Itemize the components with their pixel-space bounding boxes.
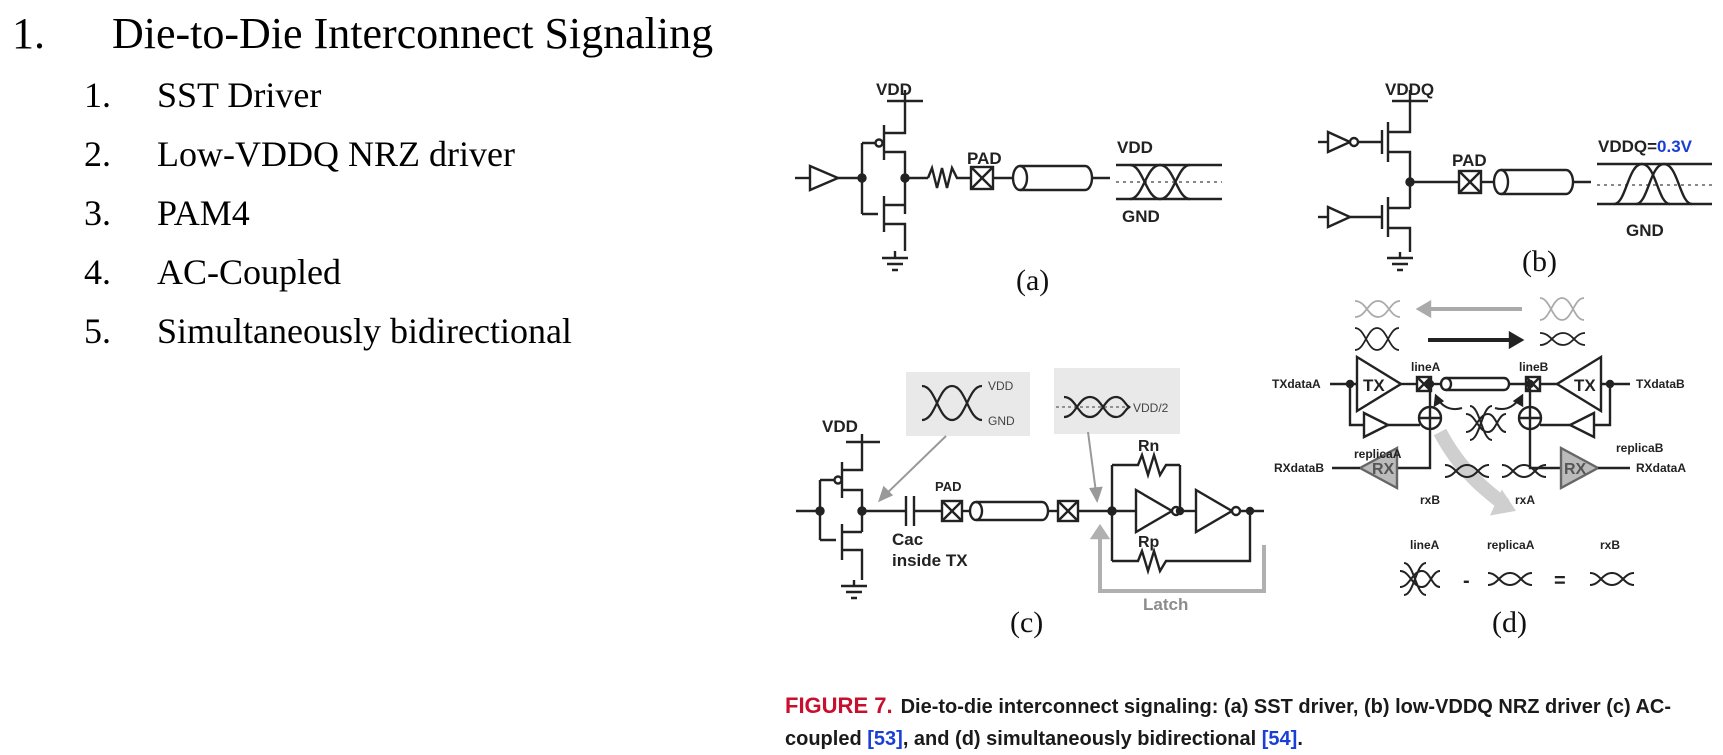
- panel-d-tx-b-label: TX: [1574, 376, 1596, 395]
- panel-d-eq-line-a-label: lineA: [1410, 538, 1440, 552]
- panel-c-vdd-label: VDD: [822, 417, 858, 436]
- panel-c-eye1-top-label: VDD: [988, 379, 1014, 393]
- panel-d-rx-a-block-label: RX: [1564, 461, 1587, 478]
- caption-text-part2: , and (d) simultaneously bidirectional: [902, 728, 1262, 750]
- panel-d-rx-a-node-label: rxA: [1515, 493, 1535, 507]
- panel-d-rx-b-block-label: RX: [1372, 461, 1395, 478]
- panel-c-caption-label: (c): [1010, 606, 1043, 639]
- figure-caption: FIGURE 7.Die-to-die interconnect signali…: [785, 690, 1705, 755]
- list-item: 2.Low-VDDQ NRZ driver: [84, 134, 515, 174]
- outline-list: 1.SST Driver 2.Low-VDDQ NRZ driver 3.PAM…: [12, 66, 713, 361]
- panel-c-pad-label: PAD: [935, 479, 961, 494]
- panel-c-cap-sublabel: inside TX: [892, 551, 968, 570]
- panel-b-eye-top-value: 0.3V: [1657, 137, 1693, 156]
- panel-d-line-a-label: lineA: [1411, 360, 1441, 374]
- panel-a-caption-label: (a): [1016, 264, 1049, 297]
- panel-b-eye-bottom-label: GND: [1626, 221, 1664, 240]
- panel-a-eye-bottom-label: GND: [1122, 207, 1160, 226]
- panel-c-rp-label: Rp: [1138, 534, 1160, 551]
- citation-link-54[interactable]: [54]: [1261, 728, 1298, 750]
- panel-c-cap-label: Cac: [892, 530, 923, 549]
- panel-d-line-b-label: lineB: [1519, 360, 1549, 374]
- panel-d-rxdata-b-label: RXdataB: [1274, 461, 1324, 475]
- panel-d-bidirectional: TX TX RX RX TXdataA TXdataB RXdataB RXda…: [1272, 297, 1686, 639]
- panel-d-eq-equals-sign: =: [1554, 570, 1566, 592]
- caption-text-part3: .: [1297, 728, 1303, 750]
- panel-d-caption-label: (d): [1492, 606, 1527, 639]
- panel-d-txdata-a-label: TXdataA: [1272, 377, 1321, 391]
- panel-c-eye2-level-label: VDD/2: [1133, 401, 1169, 415]
- panel-d-replica-b-label: replicaB: [1616, 441, 1664, 455]
- panel-d-rx-b-node-label: rxB: [1420, 493, 1440, 507]
- panel-b-vddq-label: VDDQ: [1385, 80, 1434, 99]
- panel-c-eye1-bottom-label: GND: [988, 414, 1015, 428]
- panel-a-sst-driver: VDD PAD VDD GND (a): [795, 80, 1222, 297]
- list-item: 3.PAM4: [84, 193, 250, 233]
- slide-heading: 1.Die-to-Die Interconnect Signaling: [12, 9, 714, 58]
- list-item: 1.SST Driver: [84, 75, 322, 115]
- list-item: 4.AC-Coupled: [84, 252, 341, 292]
- citation-link-53[interactable]: [53]: [867, 728, 903, 750]
- panel-a-vdd-label: VDD: [876, 80, 912, 99]
- svg-text:VDDQ=0.3V: VDDQ=0.3V: [1598, 137, 1693, 156]
- caption-text-part1: Die-to-die interconnect signaling: (a) S…: [785, 696, 1672, 750]
- panel-d-replica-a-label: replicaA: [1354, 447, 1402, 461]
- panel-d-txdata-b-label: TXdataB: [1636, 377, 1685, 391]
- panel-b-eye-top-prefix: VDDQ=: [1598, 137, 1657, 156]
- figure-number: FIGURE 7.: [785, 693, 893, 718]
- slide-outline: 1.Die-to-Die Interconnect Signaling 1.SS…: [12, 8, 713, 361]
- panel-a-eye-top-label: VDD: [1117, 138, 1153, 157]
- panel-b-caption-label: (b): [1522, 245, 1557, 278]
- panel-d-eq-replica-a-label: replicaA: [1487, 538, 1535, 552]
- panel-d-eq-rx-b-label: rxB: [1600, 538, 1620, 552]
- panel-c-ac-coupled: VDD GND VDD/2: [796, 368, 1266, 639]
- panel-d-tx-a-label: TX: [1363, 376, 1385, 395]
- panel-a-pad-label: PAD: [967, 149, 1002, 168]
- panel-c-rn-label: Rn: [1138, 438, 1159, 455]
- panel-b-low-vddq-driver: VDDQ PAD VDDQ=0.3V GND (b): [1318, 80, 1712, 278]
- panel-d-rxdata-a-label: RXdataA: [1636, 461, 1686, 475]
- panel-c-latch-label: Latch: [1143, 595, 1188, 614]
- panel-b-pad-label: PAD: [1452, 151, 1487, 170]
- list-item: 5.Simultaneously bidirectional: [84, 311, 572, 351]
- panel-d-eq-minus-sign: -: [1463, 570, 1470, 592]
